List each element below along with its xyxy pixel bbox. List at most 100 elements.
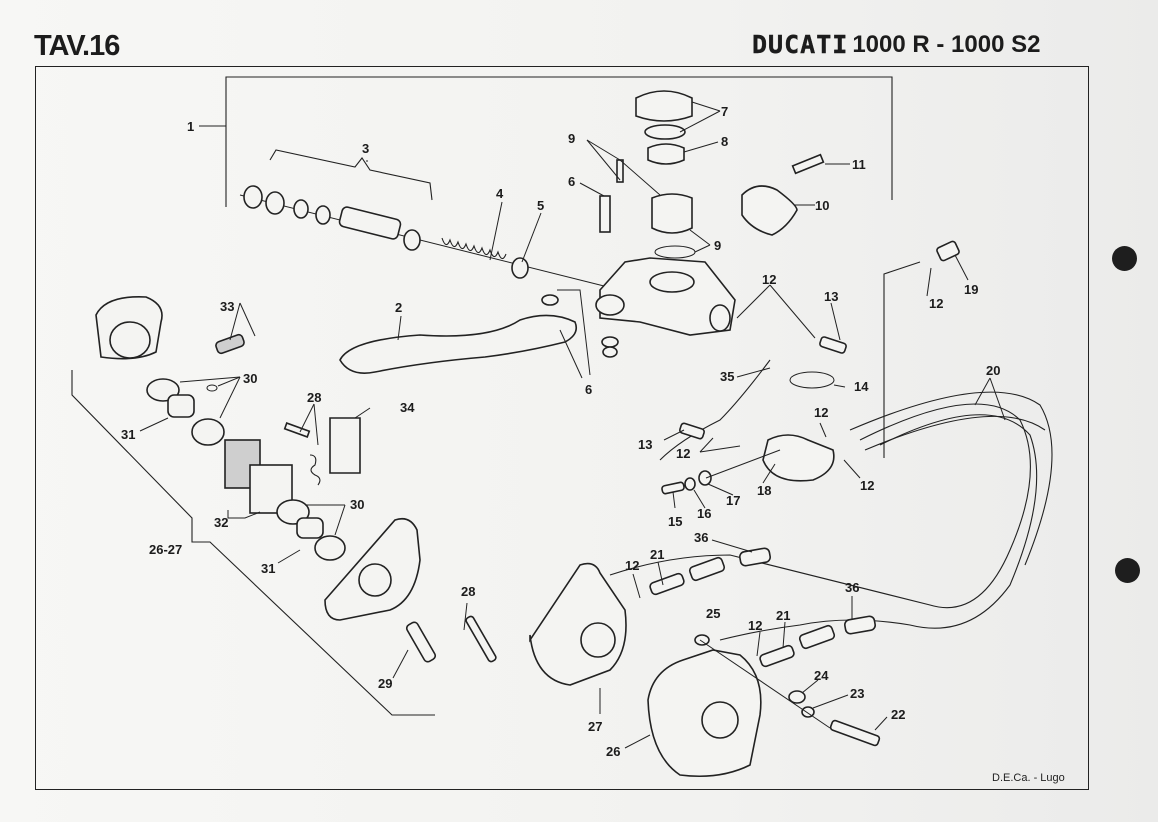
hose-clip xyxy=(789,371,835,389)
diaphragm xyxy=(647,143,685,165)
hose-union xyxy=(762,434,835,482)
callout-15: 15 xyxy=(668,514,682,529)
callout-25: 25 xyxy=(706,606,720,621)
callout-23: 23 xyxy=(850,686,864,701)
callout-5: 5 xyxy=(537,198,544,213)
caliper-piston xyxy=(167,394,195,418)
callout-16: 16 xyxy=(697,506,711,521)
banjo-bolt xyxy=(679,422,705,440)
caliper-bolt xyxy=(405,621,437,663)
callout-14: 14 xyxy=(854,379,869,394)
callout-29: 29 xyxy=(378,676,392,691)
callout-12-caliper-27: 12 xyxy=(625,558,639,573)
piston xyxy=(338,206,402,240)
washer xyxy=(788,690,806,704)
banjo-fitting xyxy=(649,572,685,596)
callout-12-master: 12 xyxy=(762,272,776,287)
flat-washer xyxy=(698,470,712,486)
header-brand-block: DUCATI 1000 R - 1000 S2 xyxy=(752,30,1041,59)
callout-30-bottom: 30 xyxy=(350,497,364,512)
callout-3: 3 xyxy=(362,141,369,156)
callout-32: 32 xyxy=(214,515,228,530)
callout-34: 34 xyxy=(400,400,415,415)
callout-20: 20 xyxy=(986,363,1000,378)
callout-labels: 1 2 3 4 5 6 6 7 8 9 9 10 11 12 12 12 12 … xyxy=(121,104,1000,759)
callout-12-union-top: 12 xyxy=(814,405,828,420)
caliper-mount-half xyxy=(324,517,497,663)
binder-hole-icon xyxy=(1115,558,1140,583)
callout-11: 11 xyxy=(852,157,866,172)
reservoir-parts xyxy=(616,90,696,259)
seal-ring xyxy=(315,205,331,225)
callout-28-top: 28 xyxy=(307,390,321,405)
caliper-piston xyxy=(296,517,324,539)
brake-pads xyxy=(224,417,361,561)
callout-30-top: 30 xyxy=(243,371,257,386)
callout-6-pivot: 6 xyxy=(585,382,592,397)
caliper-mount-bolt xyxy=(829,719,881,747)
master-cylinder-body xyxy=(595,257,736,336)
washer xyxy=(694,634,710,646)
hose-ferrule xyxy=(739,547,771,567)
callout-26: 26 xyxy=(606,744,620,759)
pad-pin xyxy=(283,422,311,438)
pivot-nut xyxy=(602,346,618,358)
banjo-fitting xyxy=(759,644,795,668)
callout-21-caliper-26: 21 xyxy=(776,608,790,623)
callout-31-bottom: 31 xyxy=(261,561,275,576)
caliper-half-exploded xyxy=(95,296,245,446)
callout-21-caliper-27: 21 xyxy=(650,547,664,562)
seal-ring xyxy=(293,199,309,219)
pivot-bolt xyxy=(599,195,611,233)
callout-31-top: 31 xyxy=(121,427,135,442)
caliper-27 xyxy=(529,562,627,686)
leader-lines xyxy=(139,101,1006,749)
caliper-26 xyxy=(647,649,762,778)
bushing xyxy=(511,257,529,279)
pad-retaining-pin xyxy=(465,615,497,663)
bleed-valve xyxy=(215,333,245,355)
callout-6-screw: 6 xyxy=(568,174,575,189)
dust-seal xyxy=(191,418,225,446)
pivot-washer xyxy=(601,336,619,348)
hose-fittings xyxy=(649,547,881,747)
brake-lever xyxy=(339,195,619,374)
binder-hole-icon xyxy=(1112,246,1137,271)
model-title: 1000 R - 1000 S2 xyxy=(852,30,1041,58)
callout-8: 8 xyxy=(721,134,728,149)
callout-18: 18 xyxy=(757,483,771,498)
callout-12-union-left: 12 xyxy=(676,446,690,461)
return-spring xyxy=(441,237,507,260)
callout-10: 10 xyxy=(815,198,829,213)
callout-2: 2 xyxy=(395,300,402,315)
callout-19: 19 xyxy=(964,282,978,297)
callout-1: 1 xyxy=(187,119,194,134)
pivot-bushing xyxy=(541,294,559,306)
banjo-bolt xyxy=(819,336,847,354)
group-26-27-bracket xyxy=(71,370,435,716)
reservoir-cap xyxy=(635,90,693,122)
pad-spring-plate xyxy=(329,417,361,474)
callout-12-caliper-26: 12 xyxy=(748,618,762,633)
hose-ferrule xyxy=(844,615,876,635)
clamp-bolt xyxy=(791,153,825,175)
cap-gasket xyxy=(644,124,686,140)
union-screw xyxy=(661,481,685,495)
seal-ring xyxy=(265,191,285,215)
callout-22: 22 xyxy=(891,707,905,722)
plate-number: TAV.16 xyxy=(34,30,120,62)
hose-nut xyxy=(798,624,836,650)
callout-7: 7 xyxy=(721,104,728,119)
o-ring xyxy=(654,245,696,259)
o-ring-small xyxy=(206,384,218,392)
brake-hoses xyxy=(609,240,1053,641)
callout-13-union: 13 xyxy=(638,437,652,452)
ducati-logo: DUCATI xyxy=(752,30,849,59)
reservoir xyxy=(651,193,693,234)
screw xyxy=(616,159,624,183)
group-3-bracket xyxy=(269,149,433,201)
callout-9-top: 9 xyxy=(568,131,575,146)
callout-24: 24 xyxy=(814,668,829,683)
callout-33: 33 xyxy=(220,299,234,314)
